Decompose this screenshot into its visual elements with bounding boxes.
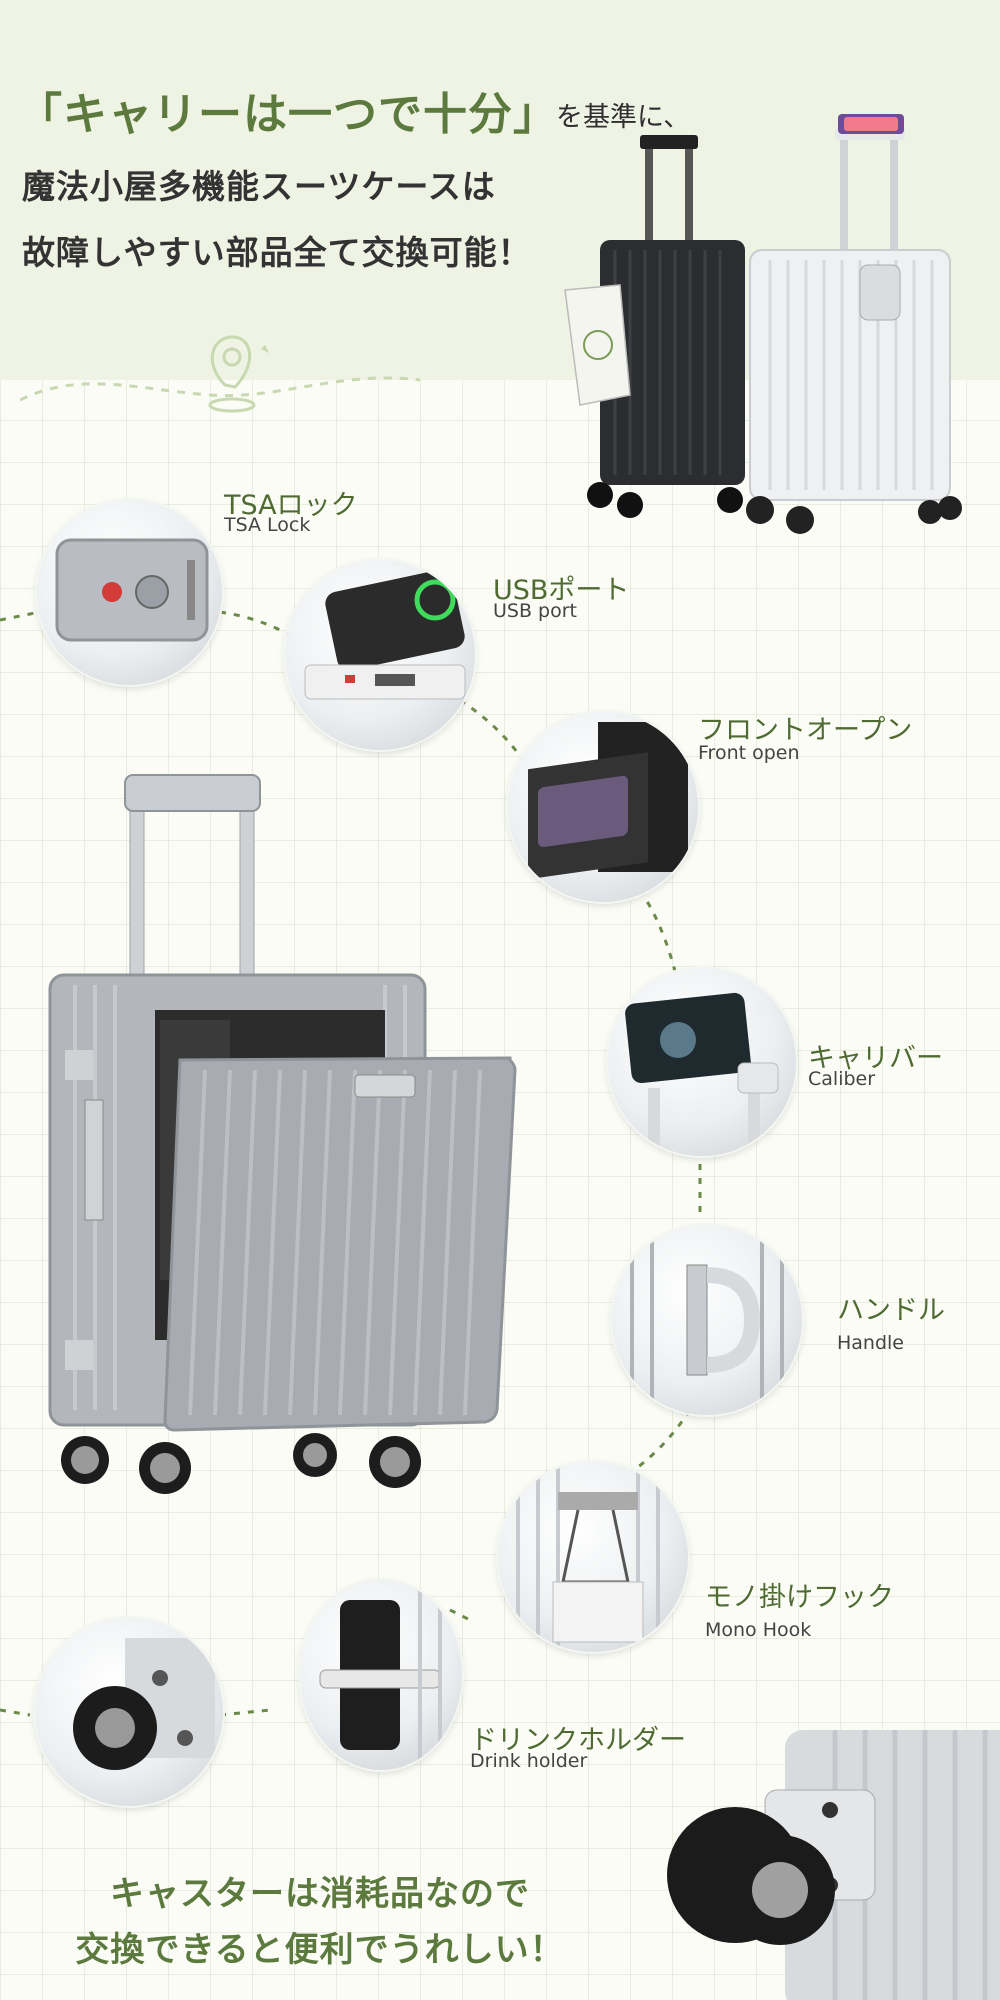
headline-suffix: を基準に、: [556, 102, 691, 133]
footer-line-1: キャスターは消耗品なので: [110, 1874, 530, 1914]
feature-label-jp: フロントオープン: [698, 715, 913, 746]
headline: 「キャリーは一つで十分」: [18, 89, 558, 140]
black-and-white-suitcases-image: [564, 114, 962, 534]
pin-doodle-icon: [208, 335, 269, 413]
caliber-photo: [608, 968, 796, 1156]
headline-line-3: 故障しやすい部品全て交換可能！: [22, 233, 532, 272]
feature-label-en: Handle: [837, 1332, 905, 1354]
dashed-swirl-decoration: [20, 376, 420, 402]
feature-label-en: Front open: [698, 742, 800, 764]
handle-photo: [612, 1225, 802, 1415]
mono-hook-photo: [498, 1462, 688, 1652]
feature-label-en: TSA Lock: [224, 514, 311, 536]
caster-photo: [35, 1618, 223, 1806]
headline-line-2: 魔法小屋多機能スーツケースは: [22, 167, 496, 206]
usb-port-photo: [285, 560, 475, 750]
feature-label-en: Mono Hook: [705, 1619, 812, 1641]
feature-label-jp: TSAロック: [224, 490, 358, 521]
feature-label-jp: USBポート: [493, 575, 630, 606]
footer-line-2: 交換できると便利でうれしい！: [75, 1930, 565, 1970]
tsa-lock-photo: [37, 500, 222, 685]
feature-label-en: Caliber: [808, 1068, 876, 1090]
feature-label-jp: ハンドル: [837, 1295, 945, 1326]
feature-label-jp: キャリバー: [808, 1043, 943, 1074]
front-open-photo: [508, 712, 698, 902]
silver-front-open-suitcase-image: [48, 774, 517, 1494]
feature-label-jp: ドリンクホルダー: [470, 1725, 686, 1756]
drink-holder-photo: [300, 1580, 462, 1770]
feature-label-en: USB port: [493, 600, 577, 622]
feature-label-jp: モノ掛けフック: [705, 1582, 894, 1613]
feature-label-en: Drink holder: [470, 1750, 588, 1772]
caster-closeup-image: [667, 1730, 1000, 2000]
